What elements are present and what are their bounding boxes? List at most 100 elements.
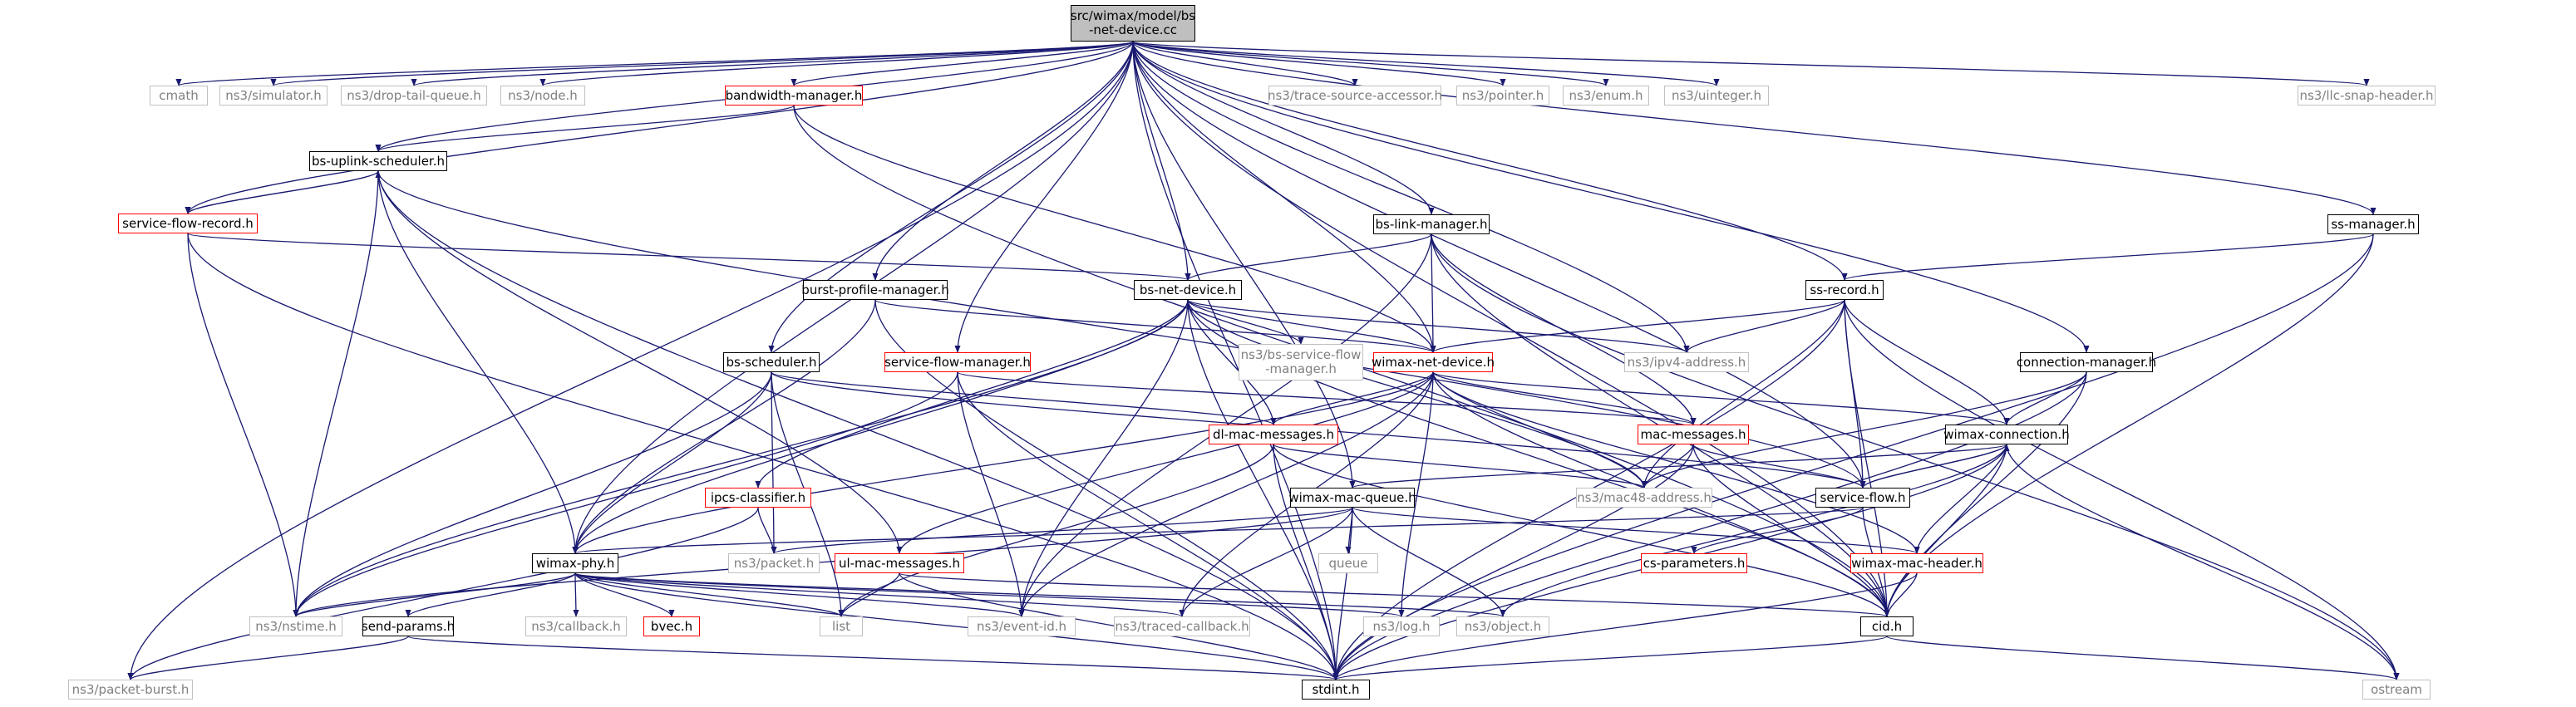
- edge-root-to-ssrecord: [1132, 41, 1848, 281]
- node-connection-manager[interactable]: connection-manager.h: [2017, 352, 2156, 372]
- edge-macmsg-to-sflow: [1692, 444, 1866, 489]
- edge-uplink-to-sflow: [377, 170, 1866, 489]
- edge-root-to-connmgr: [1132, 41, 2090, 353]
- node-bs-net-device-cc[interactable]: src/wimax/model/bs-net-device.cc: [1071, 5, 1195, 42]
- node-mac-messages[interactable]: mac-messages.h: [1638, 425, 1749, 444]
- edge-linkmgr-to-bsnd: [1185, 233, 1432, 281]
- node-ns3-simulator[interactable]: ns3/simulator.h: [219, 86, 328, 106]
- edge-ulmac-to-cid: [899, 572, 1889, 617]
- node-bs-scheduler[interactable]: bs-scheduler.h: [723, 352, 820, 372]
- node-service-flow-manager[interactable]: service-flow-manager.h: [884, 352, 1031, 372]
- node-wimax-mac-queue[interactable]: wimax-mac-queue.h: [1288, 488, 1416, 508]
- node-ns3-ipv4-address[interactable]: ns3/ipv4-address.h: [1624, 352, 1749, 372]
- edge-dlmac-to-stdint: [1273, 444, 1339, 680]
- node-ns3-trace-source-accessor[interactable]: ns3/trace-source-accessor.h: [1268, 86, 1442, 106]
- edge-wconn-to-wmh: [1914, 444, 2007, 554]
- edge-sfmgr-to-nstime: [293, 371, 958, 617]
- edge-linkmgr-to-ostream: [1431, 233, 2400, 680]
- edge-wphy-to-eventid: [574, 572, 1025, 617]
- node-cid[interactable]: cid.h: [1860, 616, 1914, 636]
- node-bs-net-device[interactable]: bs-net-device.h: [1134, 280, 1242, 300]
- edge-uplink-to-ulmac: [377, 170, 903, 554]
- node-ns3-mac48-address[interactable]: ns3/mac48-address.h: [1576, 488, 1712, 508]
- node-wimax-net-device[interactable]: wimax-net-device.h: [1372, 352, 1495, 372]
- node-cmath[interactable]: cmath: [150, 86, 208, 106]
- node-ns3-bs-service-flow-manager[interactable]: ns3/bs-service-flow-manager.h: [1239, 344, 1363, 381]
- node-wimax-phy[interactable]: wimax-phy.h: [532, 553, 618, 573]
- node-ns3-packet[interactable]: ns3/packet.h: [728, 553, 820, 573]
- edge-root-to-droptail: [411, 41, 1134, 86]
- edge-bssched-to-nstime: [293, 371, 772, 617]
- node-ns3-event-id[interactable]: ns3/event-id.h: [968, 616, 1076, 636]
- edge-wphy-to-callback: [573, 572, 579, 617]
- edge-root-to-sfmgr: [954, 41, 1134, 353]
- edge-sfrecord-to-stdint: [187, 233, 1339, 680]
- edge-root-to-sfrecord: [185, 41, 1134, 214]
- edge-sflow-to-wphy: [573, 507, 1864, 554]
- node-ns3-object[interactable]: ns3/object.h: [1456, 616, 1549, 636]
- edge-root-to-ipv4: [1132, 41, 1690, 353]
- node-bandwidth-manager[interactable]: bandwidth-manager.h: [725, 86, 863, 106]
- node-ns3-enum[interactable]: ns3/enum.h: [1563, 86, 1649, 106]
- node-ns3-log[interactable]: ns3/log.h: [1363, 616, 1440, 636]
- edge-ssrecord-to-mac48: [1641, 299, 1845, 489]
- node-bvec[interactable]: bvec.h: [643, 616, 700, 636]
- edge-macmsg-to-stdint: [1332, 444, 1694, 680]
- edge-wphy-to-stdint: [574, 572, 1339, 680]
- edge-root-to-simulator: [270, 41, 1134, 86]
- node-dl-mac-messages[interactable]: dl-mac-messages.h: [1209, 425, 1338, 444]
- edge-connmgr-to-cid: [1884, 371, 2087, 617]
- node-service-flow[interactable]: service-flow.h: [1815, 488, 1910, 508]
- edge-wphy-to-list: [574, 572, 845, 617]
- node-ss-record[interactable]: ss-record.h: [1805, 280, 1884, 300]
- node-wimax-mac-header[interactable]: wimax-mac-header.h: [1850, 553, 1983, 573]
- edge-dlmac-to-mac48: [1273, 444, 1648, 489]
- edge-wnd-to-dlmac: [1270, 371, 1434, 425]
- edge-wphy-to-sendparams: [405, 572, 576, 617]
- edge-bsnd-to-ipv4: [1187, 299, 1690, 353]
- edge-wconn-to-ostream: [2006, 444, 2400, 680]
- node-bs-link-manager[interactable]: bs-link-manager.h: [1373, 214, 1490, 234]
- edge-bsnd-to-wnd: [1187, 299, 1436, 353]
- node-ns3-drop-tail-queue[interactable]: ns3/drop-tail-queue.h: [341, 86, 487, 106]
- node-ostream[interactable]: ostream: [2362, 680, 2431, 700]
- node-cs-parameters[interactable]: cs-parameters.h: [1641, 553, 1747, 573]
- node-ns3-uinteger[interactable]: ns3/uinteger.h: [1664, 86, 1769, 106]
- edge-wnd-to-eventid: [1018, 371, 1434, 617]
- edge-root-to-pointer: [1132, 41, 1506, 86]
- edge-sfmgr-to-eventid: [957, 371, 1025, 617]
- node-service-flow-record[interactable]: service-flow-record.h: [118, 214, 258, 233]
- node-ss-manager[interactable]: ss-manager.h: [2327, 214, 2419, 234]
- edge-wnd-to-wphy: [572, 371, 1434, 554]
- node-ns3-node[interactable]: ns3/node.h: [500, 86, 585, 106]
- node-stdint[interactable]: stdint.h: [1302, 680, 1370, 700]
- node-send-params[interactable]: send-params.h: [362, 616, 455, 636]
- node-list[interactable]: list: [820, 616, 863, 636]
- node-ipcs-classifier[interactable]: ipcs-classifier.h: [705, 488, 811, 508]
- edge-wmh-to-stdint: [1332, 572, 1918, 680]
- node-ns3-nstime[interactable]: ns3/nstime.h: [249, 616, 342, 636]
- node-ns3-packet-burst[interactable]: ns3/packet-burst.h: [68, 680, 193, 700]
- edge-root-to-burst: [872, 41, 1134, 281]
- node-bs-uplink-scheduler[interactable]: bs-uplink-scheduler.h: [309, 151, 447, 171]
- edge-wconn-to-cid: [1884, 444, 2007, 617]
- node-ul-mac-messages[interactable]: ul-mac-messages.h: [835, 553, 964, 573]
- node-ns3-llc-snap-header[interactable]: ns3/llc-snap-header.h: [2298, 86, 2436, 106]
- edge-ssrecord-to-wconn: [1844, 299, 2010, 425]
- edge-ssrecord-to-ipv4: [1683, 299, 1845, 353]
- node-ns3-pointer[interactable]: ns3/pointer.h: [1456, 86, 1549, 106]
- node-wimax-connection[interactable]: wimax-connection.h: [1943, 425, 2070, 444]
- edge-bsnd-to-wphy: [572, 299, 1189, 554]
- node-ns3-callback[interactable]: ns3/callback.h: [525, 616, 627, 636]
- edge-wphy-to-tcb: [574, 572, 1185, 617]
- edge-wnd-to-wmh: [1432, 371, 1920, 554]
- edge-wmq-to-nstime: [293, 507, 1353, 617]
- edge-root-to-stdint: [1132, 41, 1339, 680]
- node-burst-profile-manager[interactable]: burst-profile-manager.h: [801, 280, 949, 300]
- node-queue[interactable]: queue: [1318, 553, 1378, 573]
- edge-sendparams-to-pburst: [127, 636, 409, 680]
- node-ns3-traced-callback[interactable]: ns3/traced-callback.h: [1114, 616, 1250, 636]
- edge-bssched-to-packet: [771, 371, 777, 554]
- edge-root-to-node: [539, 41, 1134, 86]
